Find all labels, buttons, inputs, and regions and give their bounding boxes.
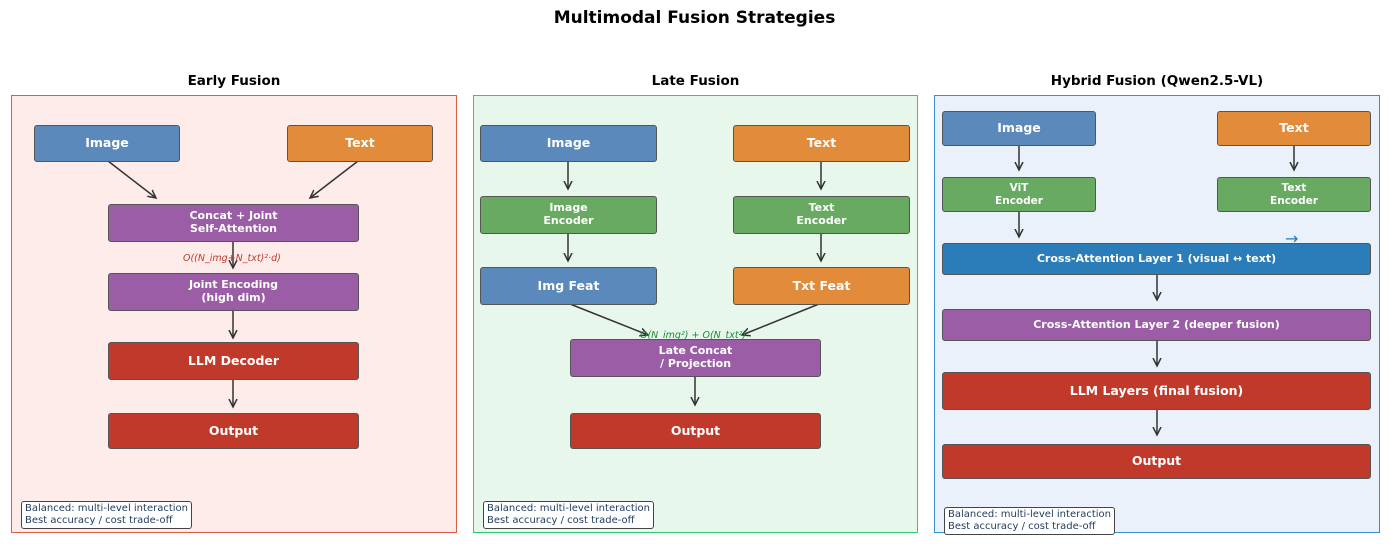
- late-image-box: Image: [480, 125, 657, 162]
- early-output-box: Output: [108, 413, 359, 449]
- arrow-late-imgfeat-concat: [569, 303, 648, 335]
- hybrid-output-box: Output: [942, 444, 1371, 479]
- late-note-line2: Best accuracy / cost trade-off: [487, 515, 635, 526]
- hybrid-text-box: Text: [1217, 111, 1371, 146]
- late-image-label: Image: [546, 135, 591, 151]
- early-image-box: Image: [34, 125, 180, 162]
- late-output-box: Output: [570, 413, 821, 449]
- hybrid-vit-encoder-label: ViT Encoder: [995, 182, 1043, 207]
- early-concat-label: Concat + Joint Self-Attention: [189, 209, 278, 235]
- hybrid-note-line2: Best accuracy / cost trade-off: [948, 521, 1096, 532]
- late-text-encoder-label: Text Encoder: [796, 201, 847, 227]
- late-img-feat-label: Img Feat: [537, 277, 600, 293]
- hybrid-text-label: Text: [1279, 120, 1309, 136]
- late-fusion-panel: [473, 95, 918, 533]
- hybrid-image-label: Image: [997, 120, 1041, 136]
- early-complexity-label: O((N_img+N_txt)²·d): [183, 253, 281, 264]
- hybrid-vit-encoder-box: ViT Encoder: [942, 177, 1096, 212]
- late-complexity-label: O(N_img²) + O(N_txt²): [640, 330, 747, 341]
- hybrid-text-encoder-box: Text Encoder: [1217, 177, 1371, 212]
- late-note-line1: Balanced: multi-level interaction: [487, 503, 650, 514]
- early-output-label: Output: [208, 422, 259, 438]
- hybrid-note-line1: Balanced: multi-level interaction: [948, 509, 1111, 520]
- page-title: Multimodal Fusion Strategies: [553, 8, 836, 28]
- early-llm-box: LLM Decoder: [108, 342, 359, 380]
- late-concat-box: Late Concat / Projection: [570, 339, 821, 377]
- late-img-feat-box: Img Feat: [480, 267, 657, 305]
- late-text-box: Text: [733, 125, 910, 162]
- early-concat-box: Concat + Joint Self-Attention: [108, 204, 359, 242]
- hybrid-fusion-title: Hybrid Fusion (Qwen2.5-VL): [1050, 73, 1264, 89]
- early-note: Balanced: multi-level interaction Best a…: [21, 501, 192, 529]
- hybrid-cross2-box: Cross-Attention Layer 2 (deeper fusion): [942, 309, 1371, 341]
- early-joint-box: Joint Encoding (high dim): [108, 273, 359, 311]
- early-note-line2: Best accuracy / cost trade-off: [25, 515, 173, 526]
- late-image-encoder-box: Image Encoder: [480, 196, 657, 234]
- hybrid-llm-box: LLM Layers (final fusion): [942, 372, 1371, 410]
- early-llm-label: LLM Decoder: [187, 352, 280, 368]
- late-txt-feat-box: Txt Feat: [733, 267, 910, 305]
- late-fusion-title: Late Fusion: [651, 73, 740, 89]
- early-fusion-panel: [11, 95, 457, 533]
- early-text-label: Text: [345, 135, 375, 151]
- arrow-early-image-concat: [107, 160, 156, 198]
- hybrid-llm-label: LLM Layers (final fusion): [1069, 382, 1244, 398]
- hybrid-text-encoder-label: Text Encoder: [1270, 182, 1318, 207]
- arrow-late-txtfeat-concat: [742, 303, 820, 335]
- late-text-label: Text: [806, 135, 837, 151]
- hybrid-cross1-label: Cross-Attention Layer 1 (visual ↔ text): [1036, 251, 1277, 265]
- late-output-label: Output: [670, 422, 721, 438]
- arrow-early-text-concat: [310, 160, 359, 198]
- late-concat-label: Late Concat / Projection: [658, 344, 733, 370]
- late-text-encoder-box: Text Encoder: [733, 196, 910, 234]
- early-fusion-title: Early Fusion: [187, 73, 281, 89]
- early-note-line1: Balanced: multi-level interaction: [25, 503, 188, 514]
- late-note: Balanced: multi-level interaction Best a…: [483, 501, 654, 529]
- hybrid-image-box: Image: [942, 111, 1096, 146]
- early-image-label: Image: [85, 135, 129, 151]
- early-text-box: Text: [287, 125, 433, 162]
- late-image-encoder-label: Image Encoder: [543, 201, 594, 227]
- hybrid-note: Balanced: multi-level interaction Best a…: [944, 507, 1115, 535]
- hybrid-output-label: Output: [1131, 453, 1182, 469]
- hybrid-cross2-label: Cross-Attention Layer 2 (deeper fusion): [1033, 317, 1280, 331]
- late-txt-feat-label: Txt Feat: [792, 277, 851, 293]
- early-joint-label: Joint Encoding (high dim): [188, 278, 279, 304]
- hybrid-cross1-box: Cross-Attention Layer 1 (visual ↔ text): [942, 243, 1371, 275]
